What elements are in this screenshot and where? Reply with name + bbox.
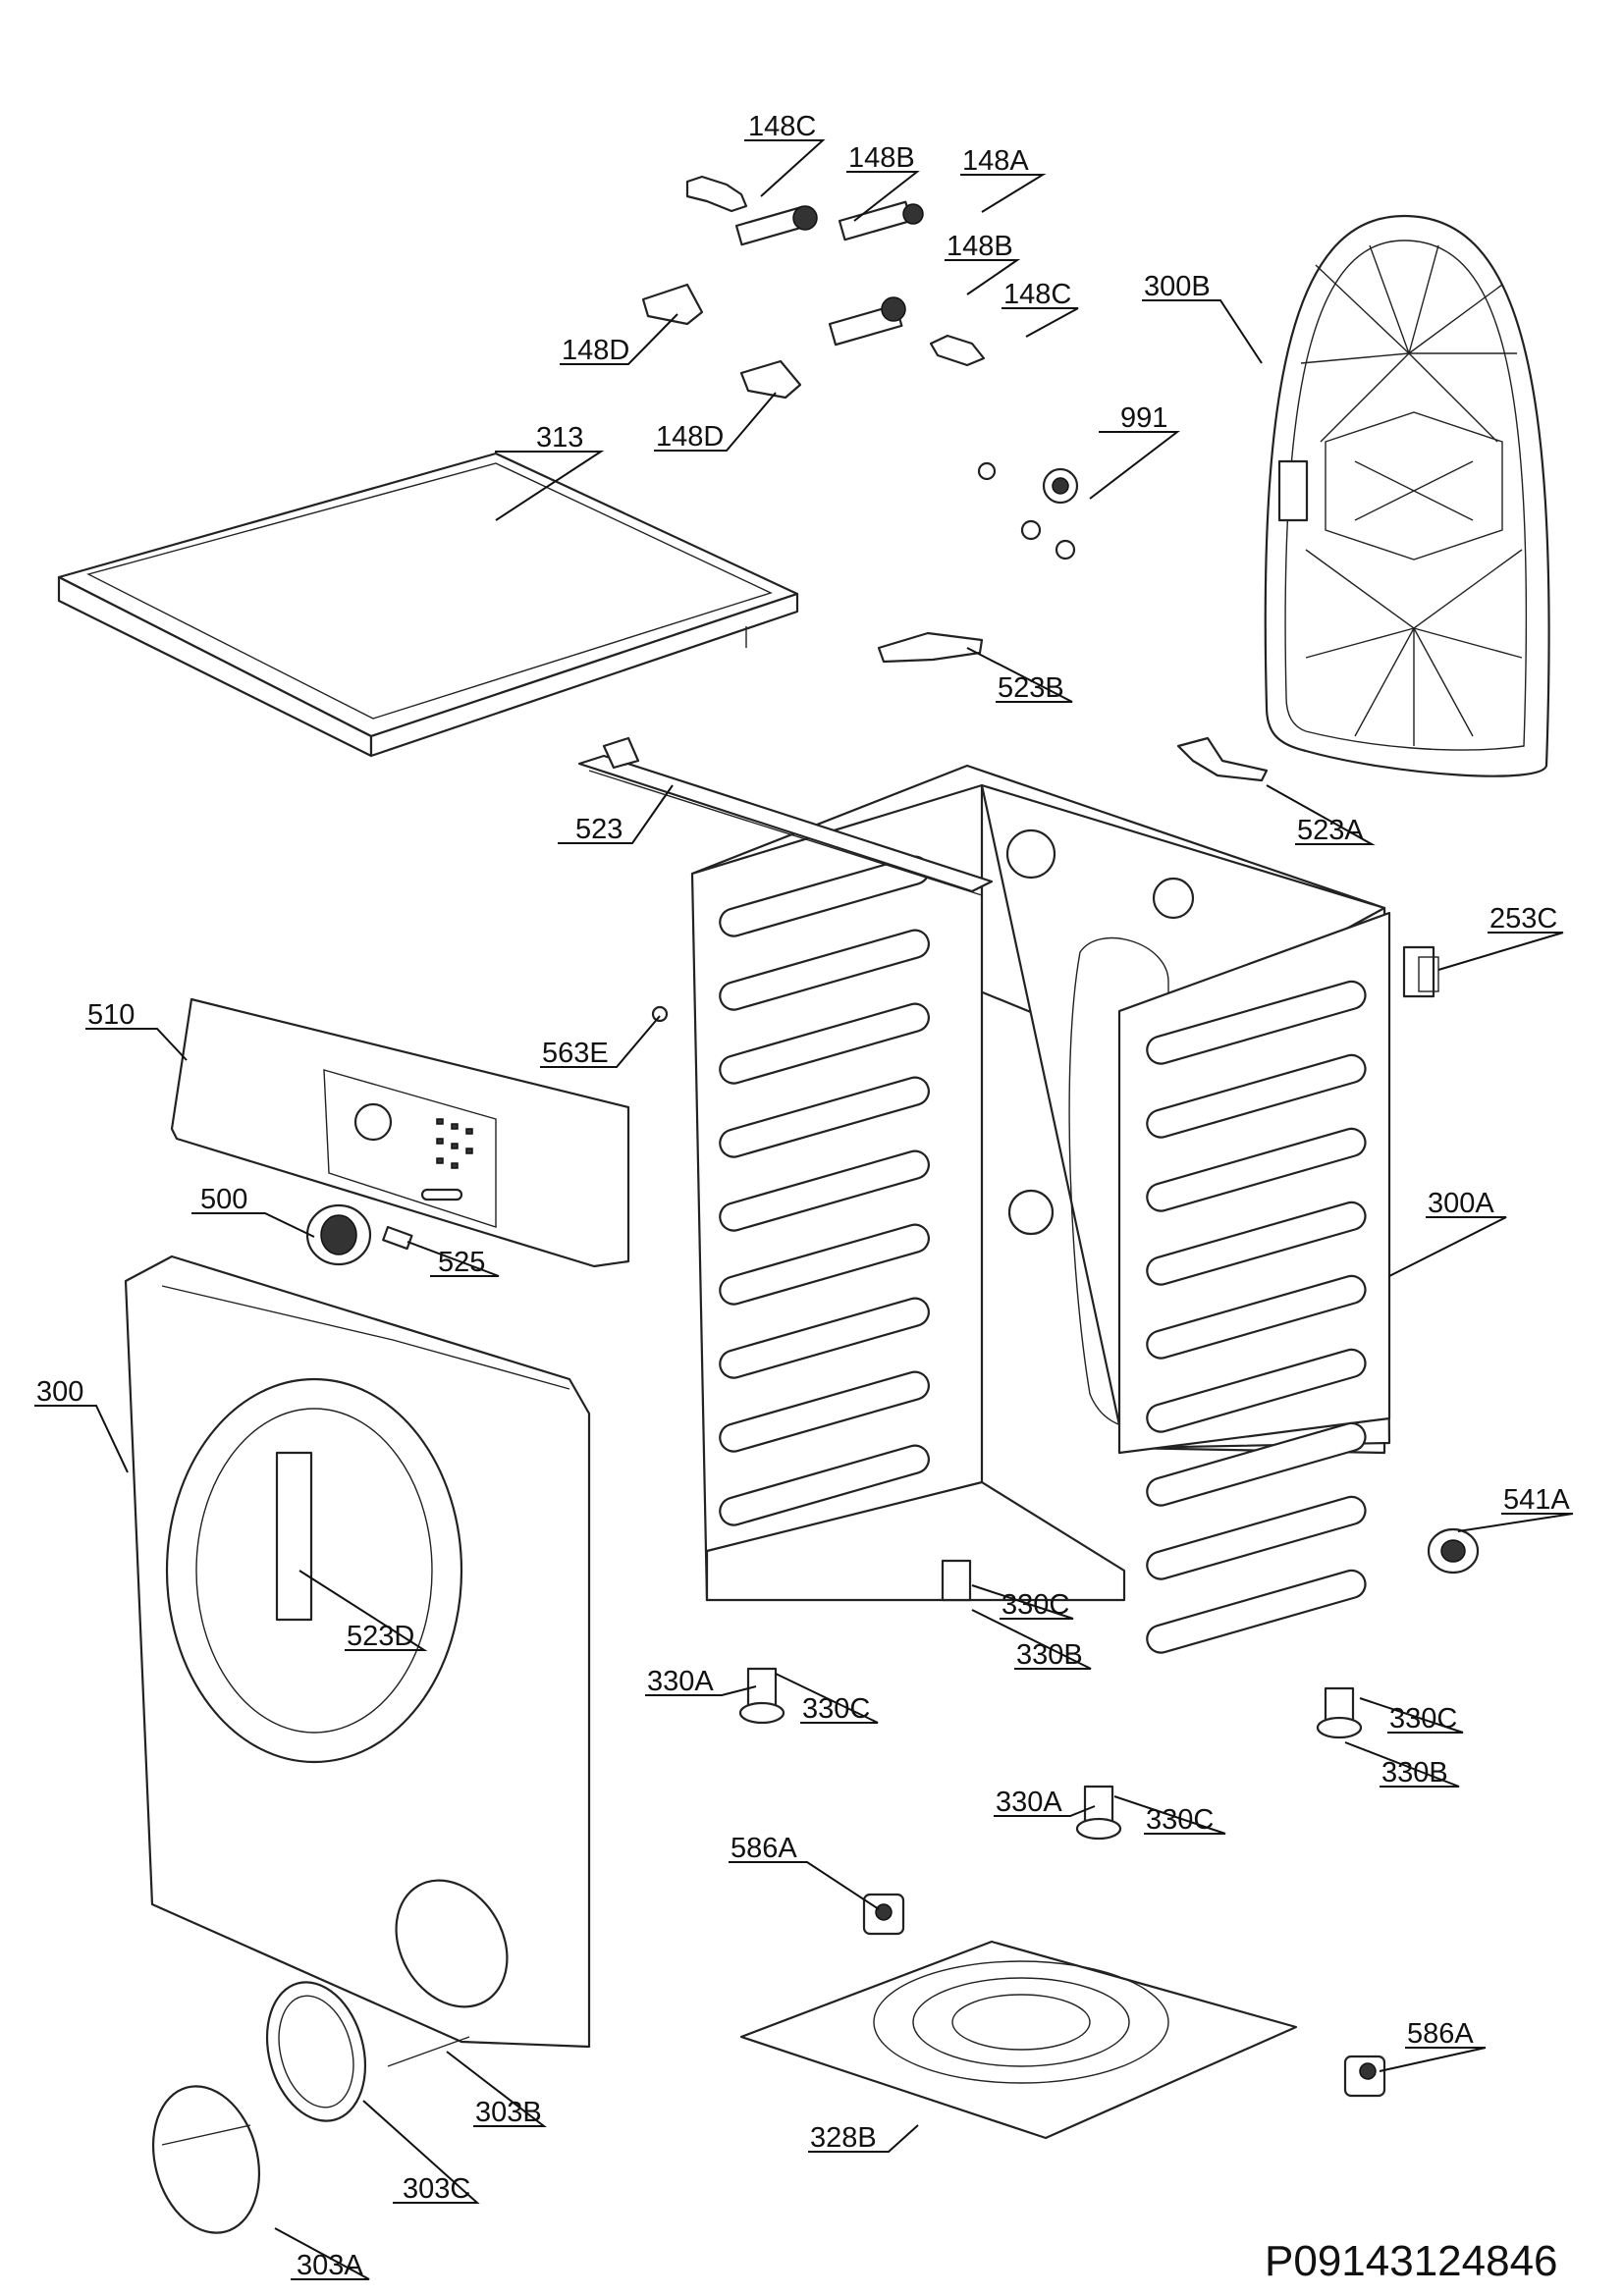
callout-label: 148C: [1003, 279, 1071, 310]
callout-label: 523A: [1297, 815, 1364, 846]
callout-label: 330C: [1001, 1589, 1069, 1621]
part-hinge-brackets: [877, 631, 1269, 782]
part-sensor: [977, 461, 1079, 561]
callout-label: 148C: [748, 111, 816, 142]
callout-label: 303A: [297, 2250, 363, 2281]
part-front-panel: [124, 1255, 591, 2049]
callout-label: 148B: [848, 142, 915, 174]
part-303-series: [151, 1981, 470, 2234]
callout-label: 525: [438, 1247, 485, 1278]
cabinet-right-slots: [1146, 980, 1367, 1654]
part-148-series: [641, 175, 986, 400]
part-knob: [305, 1203, 372, 1266]
callout-label: 330A: [647, 1666, 714, 1697]
cabinet-left-slots: [719, 855, 930, 1526]
part-rear-frame: [1264, 214, 1550, 777]
callout-label: 330A: [996, 1787, 1062, 1818]
callout-label: 300: [36, 1376, 83, 1408]
callout-label: 330C: [802, 1693, 870, 1725]
callout-label: 148A: [962, 145, 1029, 177]
callout-label: 148D: [656, 421, 724, 453]
part-top-rail: [577, 736, 994, 896]
part-clip: [651, 1005, 669, 1023]
part-control-panel: [170, 997, 630, 1268]
part-586a-brackets: [862, 1893, 1386, 2098]
callout-label: 563E: [542, 1038, 609, 1069]
part-button: [382, 1225, 413, 1251]
callout-label: 300A: [1428, 1188, 1494, 1219]
callout-labels: 148C 148B 148A 148B 148C 148D 148D 300B …: [36, 111, 1570, 2281]
callout-label: 300B: [1144, 271, 1211, 302]
callout-label: 330C: [1146, 1804, 1214, 1836]
callout-label: 523B: [998, 672, 1064, 704]
part-base-plate: [739, 1940, 1298, 2140]
document-code: P09143124846: [1265, 2237, 1558, 2285]
part-top-panel: [57, 452, 799, 758]
callout-label: 148B: [947, 231, 1013, 262]
callout-label: 303C: [403, 2173, 470, 2205]
callout-label: 510: [87, 999, 135, 1031]
callout-label: 541A: [1503, 1484, 1570, 1516]
callout-label: 500: [200, 1184, 247, 1215]
callout-label: 586A: [731, 1833, 797, 1864]
part-541a: [1427, 1527, 1480, 1575]
callout-label: 330B: [1381, 1757, 1448, 1789]
callout-label: 303B: [475, 2097, 542, 2128]
callout-label: 148D: [562, 335, 629, 366]
callout-label: 523: [575, 814, 623, 845]
callout-label: 330C: [1389, 1703, 1457, 1735]
part-side-bracket: [1402, 945, 1439, 998]
callout-label: 313: [536, 422, 583, 454]
part-cabinet: [690, 764, 1391, 1654]
callout-label: 328B: [810, 2122, 877, 2154]
callout-label: 253C: [1489, 903, 1557, 934]
leader-lines: [34, 139, 1574, 2280]
callout-label: 330B: [1016, 1639, 1083, 1671]
callout-label: 586A: [1407, 2018, 1474, 2050]
callout-label: 991: [1120, 402, 1167, 434]
callout-label: 523D: [347, 1621, 414, 1652]
